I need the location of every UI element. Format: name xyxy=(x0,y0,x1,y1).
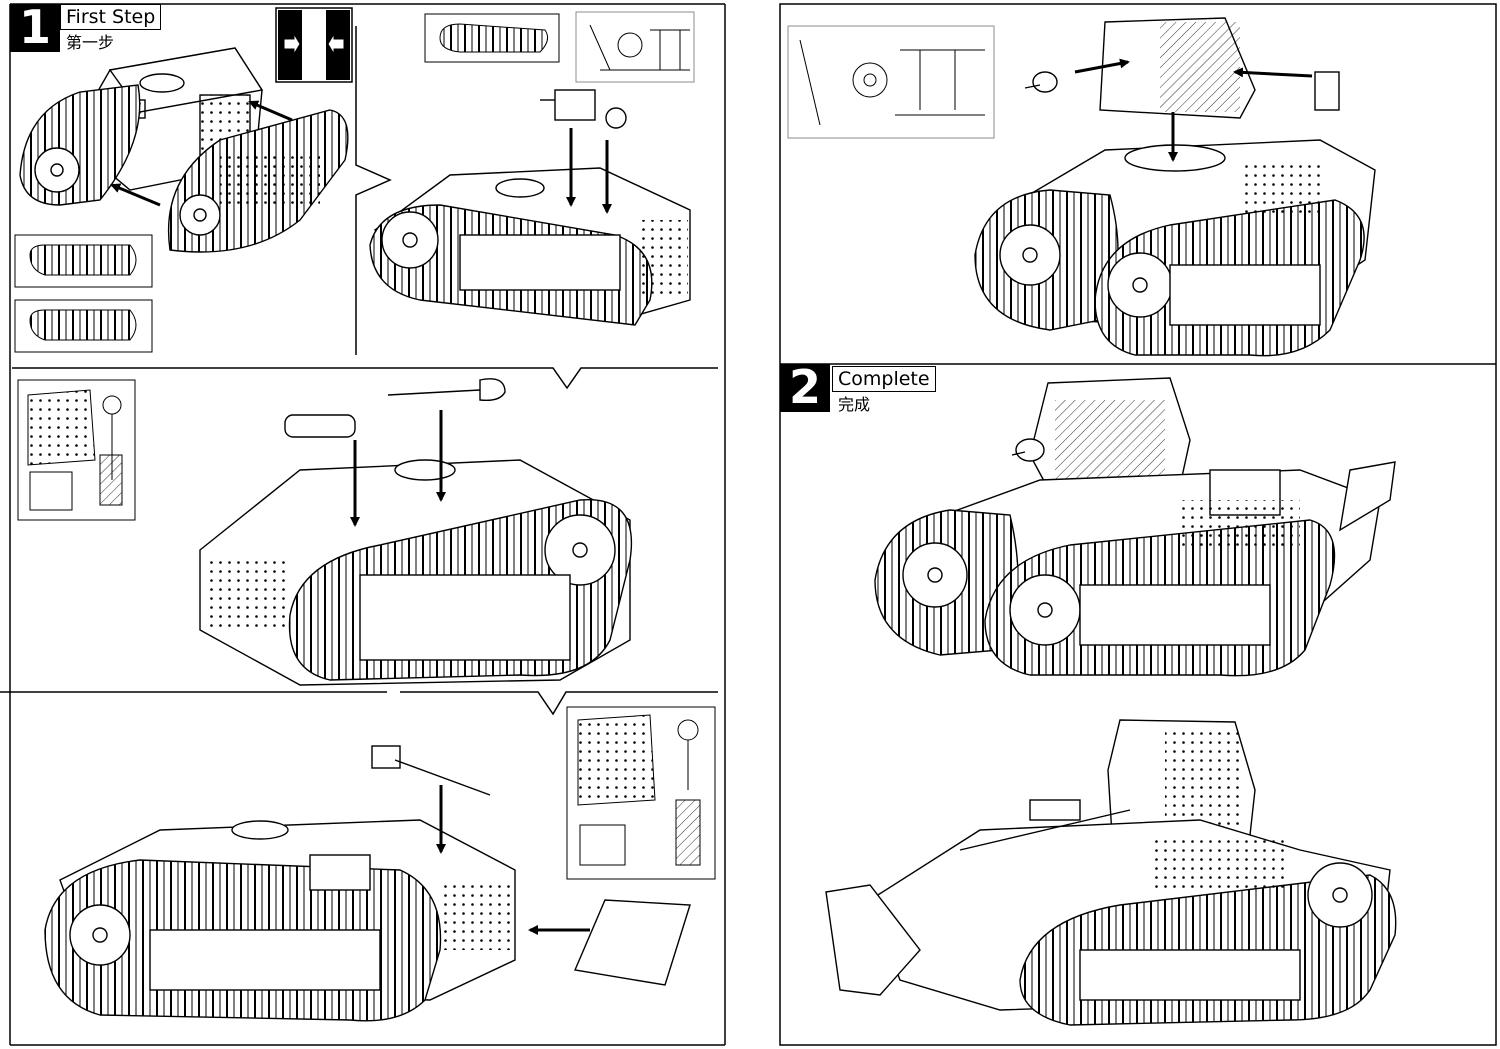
parts-sheet-turret xyxy=(787,25,995,139)
parts-sheet-track-b xyxy=(14,299,153,353)
step4-arrows xyxy=(1074,58,1313,162)
step1-hull-assembly xyxy=(369,89,691,326)
step4-turret-assembly xyxy=(974,17,1376,357)
step-2-subtitle: 完成 xyxy=(838,395,871,414)
right-page-frame xyxy=(779,3,1497,1046)
parts-sheet-top-b xyxy=(575,11,695,83)
step1-arrows xyxy=(110,100,293,207)
complete-tank-front xyxy=(874,377,1396,677)
parts-sheet-top-a xyxy=(424,13,560,63)
complete-tank-rear xyxy=(825,719,1397,1026)
orientation-flag-icon xyxy=(275,7,353,83)
parts-sheet-hull-body xyxy=(17,379,136,521)
left-page-frame xyxy=(0,3,726,1046)
parts-sheet-track-a xyxy=(14,234,153,288)
step2-hull-assembly xyxy=(199,378,633,686)
step-2-title: Complete xyxy=(832,366,936,392)
step-1-subtitle: 第一步 xyxy=(66,33,115,52)
step3-arrows xyxy=(436,785,590,935)
step-1-number: 1 xyxy=(10,4,60,52)
parts-sheet-rear xyxy=(566,706,716,880)
step3-hull-assembly xyxy=(44,745,691,1022)
step-2-number: 2 xyxy=(780,364,830,412)
step1-track-assembly xyxy=(19,47,349,253)
step-1-title: First Step xyxy=(60,4,162,30)
step1-hull-arrows xyxy=(566,128,612,214)
step2-arrows xyxy=(350,410,446,527)
